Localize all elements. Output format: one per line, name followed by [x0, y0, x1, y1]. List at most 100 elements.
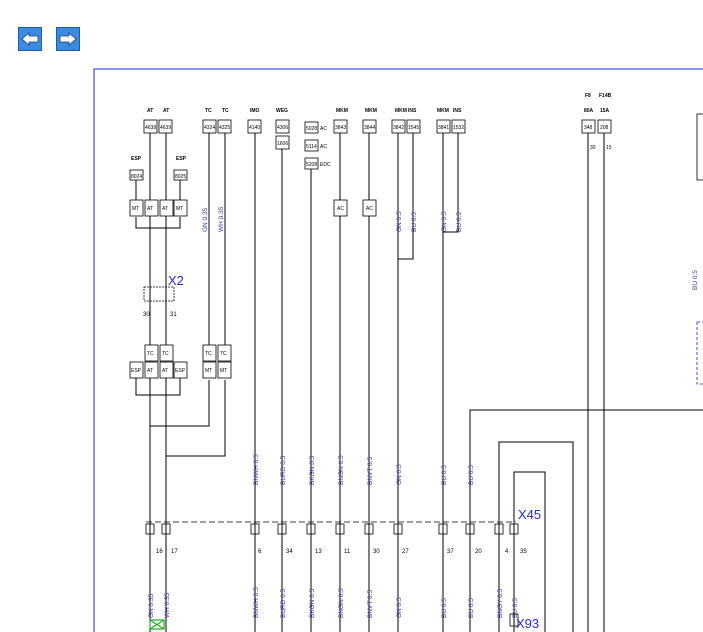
- box-label: 4325: [219, 125, 230, 131]
- svg-text:BU 0.5: BU 0.5: [468, 465, 475, 485]
- svg-text:MT: MT: [132, 206, 139, 212]
- top-label: TC: [205, 108, 212, 114]
- top-box-labels: 4638 4639 4324 4325 4140 4306 1606 5028 …: [145, 125, 612, 168]
- svg-text:AT: AT: [147, 368, 153, 374]
- svg-text:MT: MT: [205, 368, 212, 374]
- svg-text:BU 0.5: BU 0.5: [411, 212, 418, 232]
- box-label: 30: [590, 145, 596, 151]
- svg-text:20: 20: [475, 549, 482, 555]
- svg-text:11: 11: [344, 549, 351, 555]
- top-label: AT: [163, 108, 169, 114]
- svg-text:TC: TC: [220, 351, 227, 357]
- esp-label: 8024: [131, 174, 142, 180]
- wire-labels-mid: BNWH 0.5 BURD 0.5 BKGN 0.5 BNGN 0.5 BNVT…: [253, 454, 475, 485]
- svg-text:GN 0.35: GN 0.35: [202, 207, 209, 232]
- box-label: 4306: [277, 125, 288, 131]
- svg-text:16: 16: [156, 549, 163, 555]
- top-label: MKM: [395, 108, 407, 114]
- wire-labels-lower: GN 0.35 WH 0.35 BNWH 0.5 BURD 0.5 BKGN 0…: [148, 587, 519, 618]
- svg-text:AC: AC: [366, 206, 373, 212]
- svg-text:TC: TC: [162, 351, 169, 357]
- svg-text:BURD 0.5: BURD 0.5: [280, 588, 287, 618]
- connector-x2: X2 30 31: [143, 273, 184, 318]
- svg-text:4: 4: [505, 549, 509, 555]
- svg-text:TC: TC: [147, 351, 154, 357]
- box-label: 1532: [453, 125, 464, 131]
- svg-text:37: 37: [447, 549, 454, 555]
- top-label: WEG: [276, 108, 288, 114]
- box-label: 1606: [277, 141, 288, 147]
- forward-button[interactable]: [56, 27, 80, 51]
- svg-text:BNGY 0.5: BNGY 0.5: [497, 588, 504, 618]
- partial-module-box: [696, 321, 703, 385]
- connector-x45: X45 16 17 6 34 13 11 30 27 37 20 4 35: [145, 507, 541, 555]
- back-button[interactable]: [18, 27, 42, 51]
- box-label: 4638: [145, 125, 156, 131]
- box-label: 3843: [335, 125, 346, 131]
- top-label: TC: [222, 108, 229, 114]
- svg-text:GN 0.35: GN 0.35: [148, 593, 155, 618]
- svg-text:BKGN 0.5: BKGN 0.5: [309, 588, 316, 618]
- top-boxes: [143, 113, 703, 181]
- ground-marker-icon: [149, 619, 165, 630]
- svg-text:BU 0.5: BU 0.5: [692, 270, 699, 290]
- svg-text:MT: MT: [176, 206, 183, 212]
- box-label: 5208: [306, 162, 317, 168]
- box-label: AC: [320, 144, 327, 150]
- svg-text:TC: TC: [205, 351, 212, 357]
- svg-text:BU 0.5: BU 0.5: [456, 212, 463, 232]
- diagram-frame: [93, 68, 703, 632]
- svg-text:AT: AT: [162, 368, 168, 374]
- connector-label: X45: [518, 507, 541, 522]
- top-label: F8: [585, 93, 591, 99]
- top-label: INS: [408, 108, 417, 114]
- svg-text:BNVT 0.5: BNVT 0.5: [367, 457, 374, 485]
- top-label: INS: [453, 108, 462, 114]
- module-row-lower: [129, 344, 232, 379]
- module-row-lower-labels: TC TC ESP AT AT ESP TC TC MT MT: [131, 351, 227, 374]
- svg-text:AT: AT: [162, 206, 168, 212]
- box-label: 348: [584, 125, 593, 131]
- svg-text:AC: AC: [337, 206, 344, 212]
- svg-text:BNWH 0.5: BNWH 0.5: [253, 587, 260, 618]
- esp-label: 8025: [175, 174, 186, 180]
- svg-text:BU 0.5: BU 0.5: [468, 598, 475, 618]
- top-label: F14B: [599, 93, 612, 99]
- svg-text:17: 17: [171, 549, 178, 555]
- connector-label: X93: [516, 616, 539, 631]
- connector-x93: X93: [509, 613, 539, 631]
- pin-label: 30: [143, 312, 150, 318]
- svg-text:30: 30: [373, 549, 380, 555]
- svg-text:GN 0.5: GN 0.5: [396, 211, 403, 232]
- box-label: 3842: [393, 125, 404, 131]
- top-label: MKM: [365, 108, 377, 114]
- module-row-upper: [129, 199, 377, 217]
- box-label: 4639: [160, 125, 171, 131]
- svg-text:WH 0.35: WH 0.35: [218, 206, 225, 232]
- svg-text:BNGN 0.5: BNGN 0.5: [338, 588, 345, 618]
- top-labels: AT AT TC TC IMO WEG MKM MKM MKM INS MKM …: [147, 93, 612, 114]
- top-label: 15A: [600, 108, 610, 114]
- box-label: 3841: [438, 125, 449, 131]
- svg-text:ESP: ESP: [175, 368, 186, 374]
- svg-text:35: 35: [520, 549, 527, 555]
- svg-text:GN 0.5: GN 0.5: [396, 464, 403, 485]
- svg-text:34: 34: [286, 549, 293, 555]
- box-label: 5028: [306, 126, 317, 132]
- top-label: 80A: [584, 108, 594, 114]
- top-label: MKM: [437, 108, 449, 114]
- box-label: 208: [600, 125, 609, 131]
- connector-label: X2: [168, 273, 184, 288]
- svg-text:BKGN 0.5: BKGN 0.5: [309, 455, 316, 485]
- esp-boxes: ESP ESP 8024 8025: [129, 156, 188, 181]
- box-label: 15: [606, 145, 612, 151]
- svg-text:BNGN 0.5: BNGN 0.5: [338, 455, 345, 485]
- svg-text:BU 0.5: BU 0.5: [441, 598, 448, 618]
- top-label: IMO: [250, 108, 260, 114]
- module-row-upper-labels: MT AT AT MT AC AC: [132, 206, 373, 212]
- esp-label: ESP: [131, 156, 142, 162]
- esp-label: ESP: [176, 156, 187, 162]
- box-label: 4140: [249, 125, 260, 131]
- svg-text:BNWH 0.5: BNWH 0.5: [253, 454, 260, 485]
